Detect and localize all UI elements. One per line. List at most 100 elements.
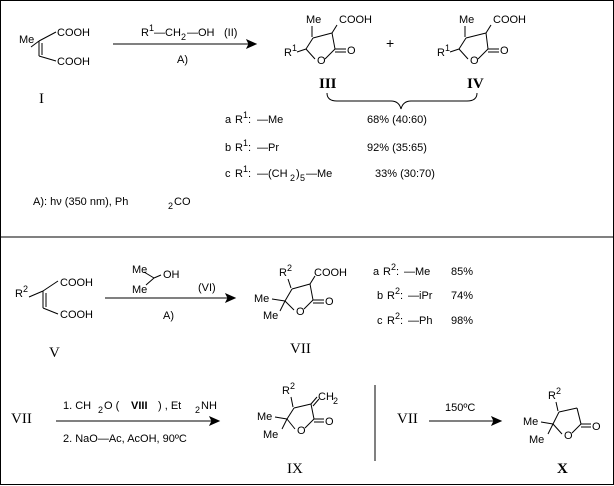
cooh-label: COOH [60,309,93,321]
entry-substituent: —Me [306,168,332,180]
entry-yield: 92% (35:65) [367,142,427,154]
compound-I: Me COOH COOH I [19,27,90,107]
entry-yield: 98% [451,315,473,327]
ring-o: O [564,430,573,442]
entry-subscript: 5 [300,173,305,183]
me-label: Me [263,310,278,322]
reagent-II-label: (II) [224,27,237,39]
reaction-step-3: VII 1. CH 2 O ( VIII ) , Et 2 NH 2. NaO—… [11,400,221,445]
condition-text: CO [174,196,191,208]
step1-text: ) , Et [158,400,181,412]
entry-substituent: ) [296,168,300,180]
compound-VII: R 2 COOH O O Me Me VII [254,263,347,357]
compound-label-VII: VII [290,341,311,357]
me-label: Me [132,264,147,276]
me-label: Me [459,14,474,26]
reaction-arrow-2: Me OH Me (VI) A) [105,264,237,322]
oh-label: OH [163,269,180,281]
entry-substituent: —Ph [408,315,432,327]
reagent-sup: 1 [149,23,154,33]
compound-V: R 2 COOH COOH V [15,277,93,361]
condition-A: A) [163,310,174,322]
r1-label: R [437,47,445,59]
entry-yield: 68% (40:60) [367,114,427,126]
me-label: Me [529,434,544,446]
entry-r: R [235,168,243,180]
cooh-label: COOH [57,27,90,39]
r1-sup: 1 [445,43,450,53]
r1-label: R [284,47,292,59]
cooh-label: COOH [314,267,347,279]
cooh-label: COOH [60,277,93,289]
entry-colon: : [396,266,399,278]
me-label: Me [263,429,278,441]
me-label: Me [19,34,34,46]
entry-tag: a [373,266,380,278]
step1-sub: 2 [98,405,103,415]
r2-label: R [279,267,287,279]
compound-label-VII: VII [397,411,418,427]
entry-colon: : [248,142,251,154]
step1-text: 1. CH [63,400,91,412]
compound-label-I: I [39,91,44,107]
entry-r: R [383,266,391,278]
carbonyl-o: O [347,45,356,57]
entry-substituent: —Me [404,266,430,278]
entry-colon: : [400,290,403,302]
carbonyl-o: O [592,421,601,433]
entry-sup: 2 [395,286,400,296]
r2-label: R [15,288,23,300]
me-label: Me [306,14,321,26]
compound-X: R 2 O O Me Me X [523,386,601,477]
r2-sup: 2 [287,263,292,273]
entry-subscript: 2 [290,173,295,183]
carbonyl-o: O [325,296,334,308]
carbonyl-o: O [325,416,334,428]
cooh-label: COOH [339,14,372,26]
cooh-label: COOH [57,56,90,68]
me-label: Me [257,411,272,423]
entry-r: R [235,142,243,154]
entry-substituent: —(CH [257,168,288,180]
entry-substituent: —Me [257,114,283,126]
entry-r: R [387,315,395,327]
compound-III: Me COOH O O R 1 III [284,14,372,92]
entry-tag: b [377,290,383,302]
entry-sup: 2 [395,311,400,321]
compound-label-X: X [557,461,568,477]
ch2-label: CH [318,391,334,403]
entry-sup: 2 [391,262,396,272]
ring-o: O [470,55,479,67]
condition-A: A) [177,54,188,66]
me-label: Me [254,293,269,305]
entry-r: R [387,290,395,302]
condition-definition: A): hν (350 nm), Ph 2 CO [33,196,191,211]
reagent-oh: —OH [187,27,215,39]
me-label: Me [523,416,538,428]
compound-label-III: III [319,76,337,92]
cooh-label: COOH [493,14,526,26]
entry-substituent: —Pr [257,142,279,154]
reagent-VIII-label: VIII [131,400,148,412]
r2-label: R [282,385,290,397]
substituent-table-1: a R 1 : —Me 68% (40:60) b R 1 : —Pr 92% … [225,110,435,183]
entry-sup: 1 [243,138,248,148]
step1-text: NH [201,400,217,412]
compound-IV: Me COOH O O R 1 IV [437,14,526,92]
entry-yield: 74% [451,290,473,302]
condition-text: A): hν (350 nm), Ph [33,196,128,208]
step1-sub: 2 [195,405,200,415]
entry-tag: c [377,315,383,327]
me-label: Me [132,284,147,296]
ch2-sub: 2 [333,396,338,406]
r1-sup: 1 [292,43,297,53]
reagent-sub: 2 [181,32,186,42]
compound-label-IV: IV [467,76,484,92]
ring-o: O [297,425,306,437]
compound-label-IX: IX [287,461,303,477]
compound-label-V: V [49,345,60,361]
reagent-ch2: —CH [154,27,181,39]
compound-label-VII: VII [11,411,32,427]
entry-sup: 1 [243,110,248,120]
